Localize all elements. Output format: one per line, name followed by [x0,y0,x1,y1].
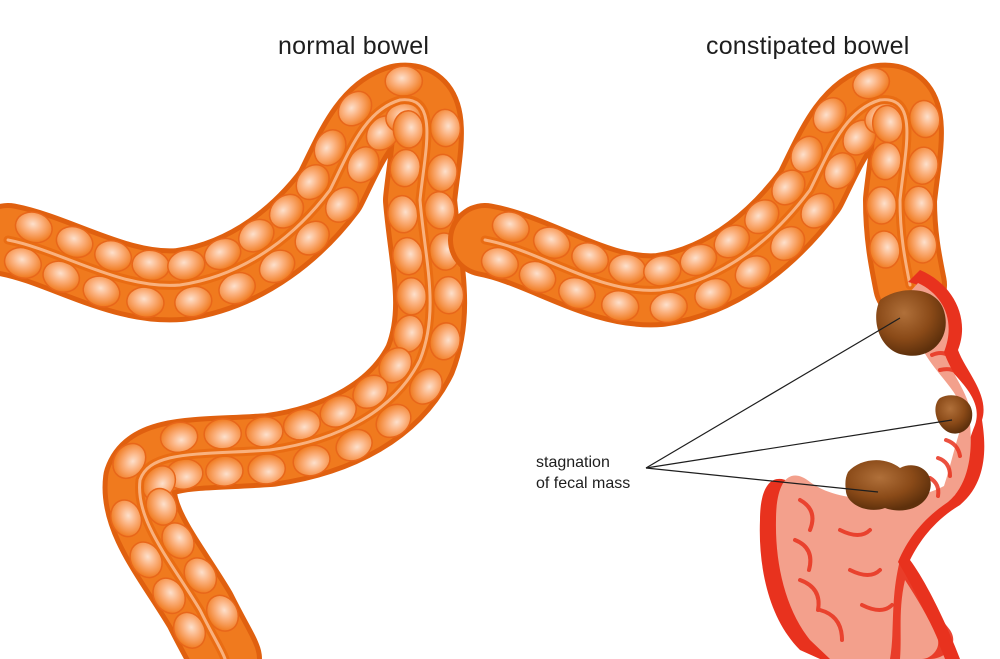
normal-bowel-title: normal bowel [278,32,430,60]
bowel-segment [865,186,898,225]
fecal-masses [845,290,973,511]
bowel-segment [902,185,935,225]
bowel-segment [395,276,428,316]
bowel-segment [432,275,465,315]
inflamed-section [759,270,985,659]
bowel-segment [429,108,462,148]
constipated-bowel-drawing [448,62,985,659]
bowel-segment [392,110,425,149]
bowel-segment [384,65,424,97]
constipated-bowel-title: constipated bowel [706,32,910,60]
pointer-lines [645,317,953,493]
normal-bowel-drawing [0,62,468,659]
callout-line-2: of fecal mass [536,475,631,492]
fecal-mass-callout: stagnation of fecal mass [536,452,630,494]
callout-line-1: stagnation [536,454,610,471]
